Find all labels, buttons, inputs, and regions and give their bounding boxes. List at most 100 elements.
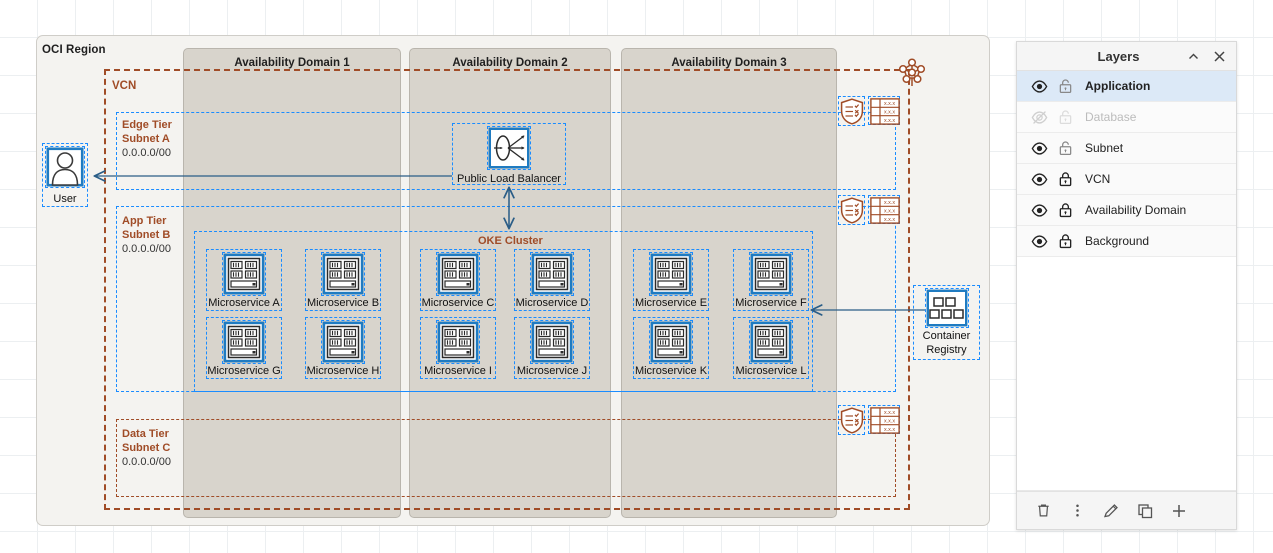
layers-panel-header: Layers [1017, 42, 1236, 71]
layer-lock-toggle[interactable] [1052, 78, 1078, 94]
microservice-icon [321, 252, 365, 296]
layer-lock-toggle[interactable] [1052, 233, 1078, 249]
svg-text:x.x.x: x.x.x [884, 418, 895, 424]
lock-open-icon [1059, 141, 1071, 156]
layer-name: Background [1085, 234, 1150, 248]
svg-text:x.x.x: x.x.x [884, 118, 895, 124]
layer-visibility-toggle[interactable] [1026, 78, 1052, 95]
data-tier-subnet-c[interactable] [116, 419, 896, 497]
plus-icon[interactable] [1165, 497, 1193, 525]
user-label: User [53, 193, 77, 205]
layer-lock-toggle[interactable] [1052, 109, 1078, 125]
layer-row-vcn[interactable]: VCN [1017, 164, 1236, 195]
route-table-icon: x.x.xx.x.xx.x.x [870, 197, 900, 224]
layer-lock-toggle[interactable] [1052, 202, 1078, 218]
microservice-node[interactable]: Microservice F [733, 249, 809, 311]
close-icon[interactable] [1206, 43, 1232, 69]
microservice-label: Microservice A [208, 297, 280, 309]
microservice-node[interactable]: Microservice K [633, 317, 709, 379]
route-table-icon: x.x.xx.x.xx.x.x [870, 407, 900, 434]
container-registry-label-line2: Registry [926, 344, 967, 356]
lock-open-icon [1059, 110, 1071, 125]
layer-visibility-toggle[interactable] [1026, 202, 1052, 219]
app-tier-sub: Subnet B [122, 229, 171, 241]
oci-architecture-diagram[interactable]: OCI Region Availability Domain 1 Availab… [0, 0, 1015, 553]
layers-toolbar[interactable] [1017, 491, 1236, 529]
container-registry-label-line1: Container [922, 330, 971, 342]
microservice-node[interactable]: Microservice E [633, 249, 709, 311]
svg-text:x.x.x: x.x.x [884, 200, 895, 206]
lock-closed-icon [1059, 203, 1071, 218]
microservice-node[interactable]: Microservice H [305, 317, 381, 379]
data-tier-sub: Subnet C [122, 442, 171, 454]
layer-row-availability-domain[interactable]: Availability Domain [1017, 195, 1236, 226]
internet-gateway-icon[interactable] [895, 56, 929, 90]
trash-icon[interactable] [1029, 497, 1057, 525]
security-list-node[interactable] [838, 96, 865, 126]
layer-row-subnet[interactable]: Subnet [1017, 133, 1236, 164]
public-load-balancer-node[interactable]: Public Load Balancer [452, 123, 566, 185]
container-registry-label: Container Registry [914, 329, 979, 357]
layer-row-background[interactable]: Background [1017, 226, 1236, 257]
public-load-balancer-label: Public Load Balancer [457, 173, 561, 185]
microservice-node[interactable]: Microservice B [305, 249, 381, 311]
microservice-label: Microservice E [634, 297, 708, 309]
svg-text:x.x.x: x.x.x [884, 410, 895, 416]
layer-visibility-toggle[interactable] [1026, 140, 1052, 157]
oci-region-label: OCI Region [42, 44, 106, 56]
microservice-node[interactable]: Microservice D [514, 249, 590, 311]
layers-list[interactable]: Application Database Subnet VCN Availabi… [1017, 71, 1236, 281]
edge-tier-subnet-a-label: Edge Tier Subnet A 0.0.0.0/00 [122, 118, 172, 160]
chevron-up-icon[interactable] [1180, 43, 1206, 69]
security-list-node[interactable] [838, 195, 865, 225]
microservice-label: Microservice B [306, 297, 380, 309]
microservice-node[interactable]: Microservice L [733, 317, 809, 379]
microservice-node[interactable]: Microservice I [420, 317, 496, 379]
layer-visibility-toggle[interactable] [1026, 233, 1052, 250]
layer-lock-toggle[interactable] [1052, 140, 1078, 156]
edge-tier-sub: Subnet A [122, 133, 170, 145]
eye-icon [1031, 141, 1047, 155]
microservice-label: Microservice L [735, 365, 807, 377]
layers-panel-title: Layers [1097, 48, 1140, 64]
eye-icon [1031, 172, 1047, 186]
load-balancer-icon [487, 126, 531, 170]
layer-name: Application [1085, 79, 1151, 93]
pencil-icon[interactable] [1097, 497, 1125, 525]
microservice-node[interactable]: Microservice C [420, 249, 496, 311]
layers-empty-area[interactable] [1017, 280, 1236, 491]
user-node[interactable]: User [42, 143, 88, 207]
data-tier-subnet-c-label: Data Tier Subnet C 0.0.0.0/00 [122, 427, 171, 469]
microservice-node[interactable]: Microservice G [206, 317, 282, 379]
layers-panel[interactable]: Layers Application Database Subnet VCN A… [1016, 41, 1237, 530]
security-list-icon [840, 197, 864, 224]
microservice-node[interactable]: Microservice A [206, 249, 282, 311]
layer-visibility-toggle[interactable] [1026, 171, 1052, 188]
layer-row-database[interactable]: Database [1017, 102, 1236, 133]
security-list-node[interactable] [838, 405, 865, 435]
layer-row-application[interactable]: Application [1017, 71, 1236, 102]
microservice-icon [222, 252, 266, 296]
eye-icon [1031, 203, 1047, 217]
container-registry-node[interactable]: Container Registry [913, 285, 980, 360]
layer-visibility-toggle[interactable] [1026, 109, 1052, 126]
microservice-node[interactable]: Microservice J [514, 317, 590, 379]
vertical-dots-icon[interactable] [1063, 497, 1091, 525]
microservice-icon [749, 320, 793, 364]
route-table-icon: x.x.xx.x.xx.x.x [870, 98, 900, 125]
app-tier-cidr: 0.0.0.0/00 [122, 243, 171, 255]
oke-cluster-boundary[interactable] [194, 231, 813, 392]
layer-lock-toggle[interactable] [1052, 171, 1078, 187]
data-tier-cidr: 0.0.0.0/00 [122, 456, 171, 468]
copy-icon[interactable] [1131, 497, 1159, 525]
app-tier-name: App Tier [122, 215, 167, 227]
vcn-boundary[interactable] [104, 69, 910, 510]
microservice-icon [649, 320, 693, 364]
